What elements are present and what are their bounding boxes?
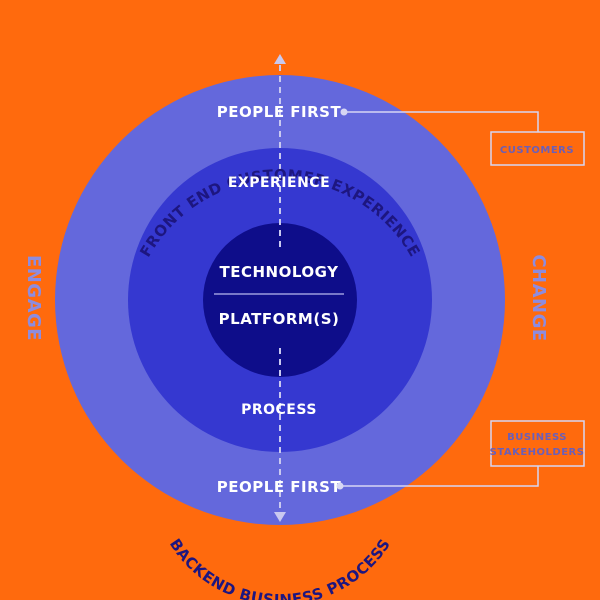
customers-connector-line xyxy=(344,111,539,132)
core-bottom-label: PLATFORM(S) xyxy=(219,310,340,328)
core-top-label: TECHNOLOGY xyxy=(220,263,340,281)
outer-bottom-label: PEOPLE FIRST xyxy=(217,478,342,496)
customers-callout-box xyxy=(490,131,585,166)
core-circle xyxy=(203,223,357,377)
arrow-up-icon xyxy=(274,54,286,64)
middle-bottom-label: PROCESS xyxy=(241,402,317,418)
engage-label: ENGAGE xyxy=(23,255,44,341)
arrow-down-icon xyxy=(274,512,286,522)
stakeholders-callout-line1: BUSINESS xyxy=(507,432,567,443)
change-label: CHANGE xyxy=(528,254,549,341)
middle-top-label: EXPERIENCE xyxy=(228,175,330,191)
stakeholders-connector-line xyxy=(340,466,539,487)
stakeholders-callout-box xyxy=(490,420,585,467)
customers-callout-label: CUSTOMERS xyxy=(500,145,574,156)
bottom-arc-label: BACKEND BUSINESS PROCESS xyxy=(166,535,394,600)
outer-top-label: PEOPLE FIRST xyxy=(217,103,342,121)
stakeholders-connector-dot xyxy=(336,482,344,490)
stakeholders-callout-line2: STAKEHOLDERS xyxy=(490,447,585,458)
